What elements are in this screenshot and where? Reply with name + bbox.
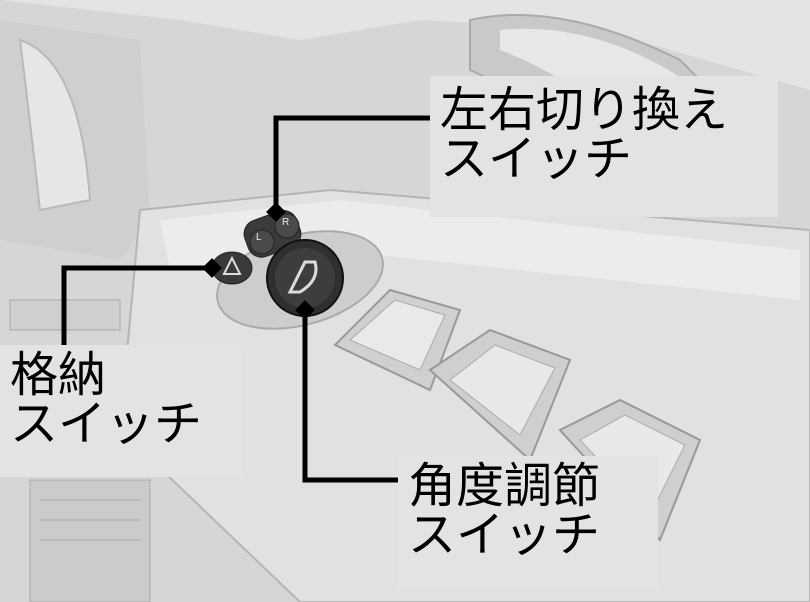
leader-lr: [266, 115, 432, 222]
label-adjust-switch: 角度調節 スイッチ: [398, 456, 658, 588]
label-adjust-line2: スイッチ: [408, 506, 601, 563]
label-fold-line1: 格納: [10, 347, 107, 403]
fold-switch: [211, 251, 253, 285]
leader-adjust: [295, 300, 400, 483]
upper-trim: [0, 0, 810, 90]
leader-fold: [61, 258, 222, 348]
label-fold-line2: スイッチ: [10, 395, 203, 452]
label-lr-switch: 左右切り換え スイッチ: [430, 76, 778, 217]
label-adjust-line1: 角度調節: [408, 458, 601, 514]
window-switch-rear-left: [428, 328, 572, 462]
switch-letter-r: R: [282, 217, 290, 228]
label-lr-line2: スイッチ: [440, 130, 633, 187]
lower-left-trim: [9, 299, 151, 602]
switch-letter-l: L: [256, 232, 262, 243]
label-lr-line1: 左右切り換え: [440, 82, 729, 138]
label-fold-switch: 格納 スイッチ: [0, 345, 243, 477]
window-switch-front: [333, 288, 462, 392]
angle-adjust-switch: [266, 239, 344, 317]
